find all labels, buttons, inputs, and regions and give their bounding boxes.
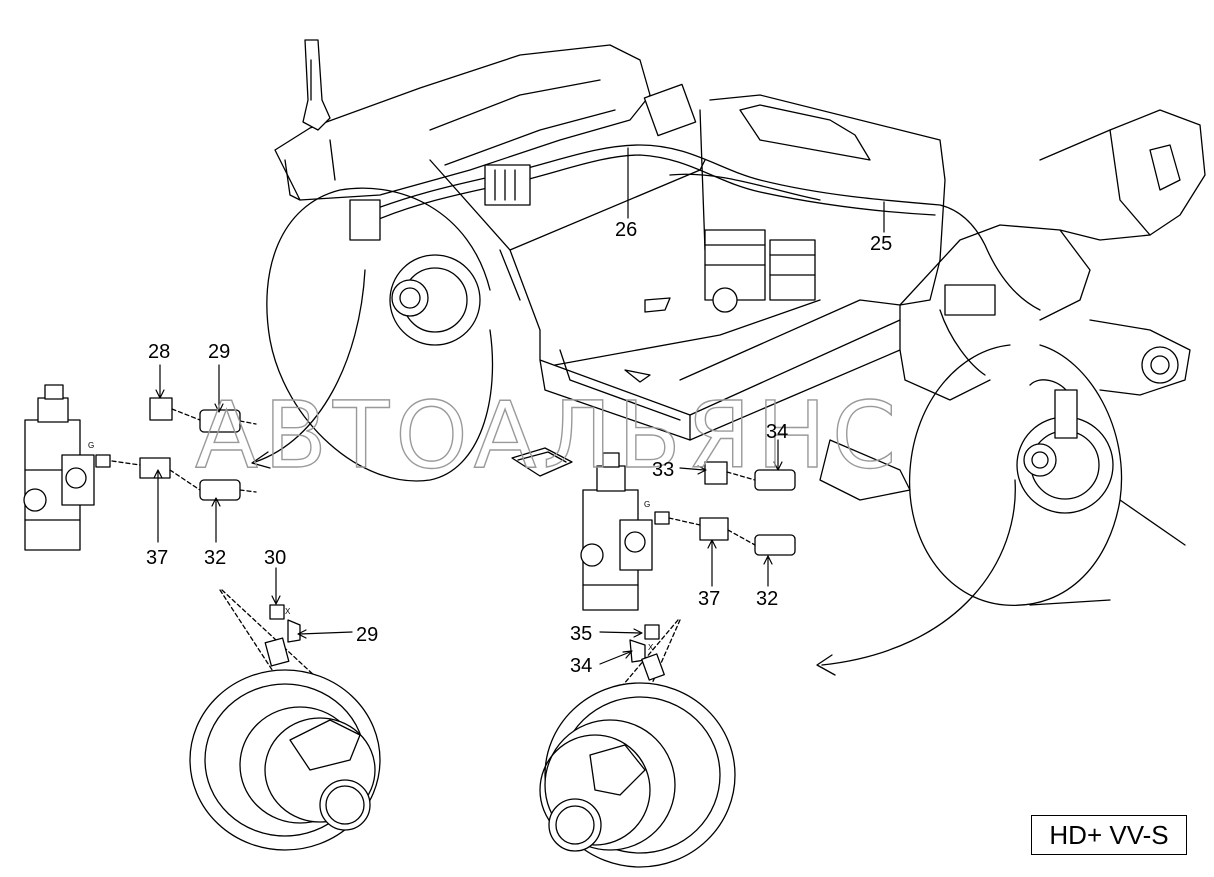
callout-35: 35	[570, 623, 592, 645]
variant-badge-label: HD+ VV-S	[1049, 819, 1169, 850]
callout-34-lower: 34	[570, 655, 592, 677]
watermark-text: АВТОАЛЬЯНС	[195, 382, 902, 489]
left-drum	[266, 187, 521, 482]
right-drive-motor	[539, 619, 736, 868]
callout-34-upper: 34	[766, 421, 788, 443]
callout-32-right: 32	[756, 588, 778, 610]
callout-33: 33	[652, 459, 674, 481]
callout-26: 26	[615, 219, 637, 241]
port-mark-g-left: G	[88, 441, 94, 450]
machine-frame	[274, 39, 1206, 501]
callout-29-upper: 29	[208, 341, 230, 363]
right-drum	[908, 344, 1186, 606]
callout-30: 30	[264, 547, 286, 569]
callout-37-right: 37	[698, 588, 720, 610]
port-mark-x-left: X	[285, 607, 291, 616]
port-mark-g-right: G	[644, 500, 650, 509]
callout-37-left: 37	[146, 547, 168, 569]
callout-leaders	[153, 147, 885, 665]
right-fittings	[668, 461, 796, 556]
callout-25: 25	[870, 233, 892, 255]
variant-badge: HD+ VV-S	[1031, 815, 1187, 855]
port-mark-x-right: X	[648, 643, 654, 652]
callout-28: 28	[148, 341, 170, 363]
left-drive-motor	[189, 589, 381, 851]
callout-32-left: 32	[204, 547, 226, 569]
callout-29-lower: 29	[356, 624, 378, 646]
pointer-arrows	[251, 269, 1016, 676]
left-fittings	[111, 397, 257, 501]
left-brake-valve	[23, 384, 111, 551]
